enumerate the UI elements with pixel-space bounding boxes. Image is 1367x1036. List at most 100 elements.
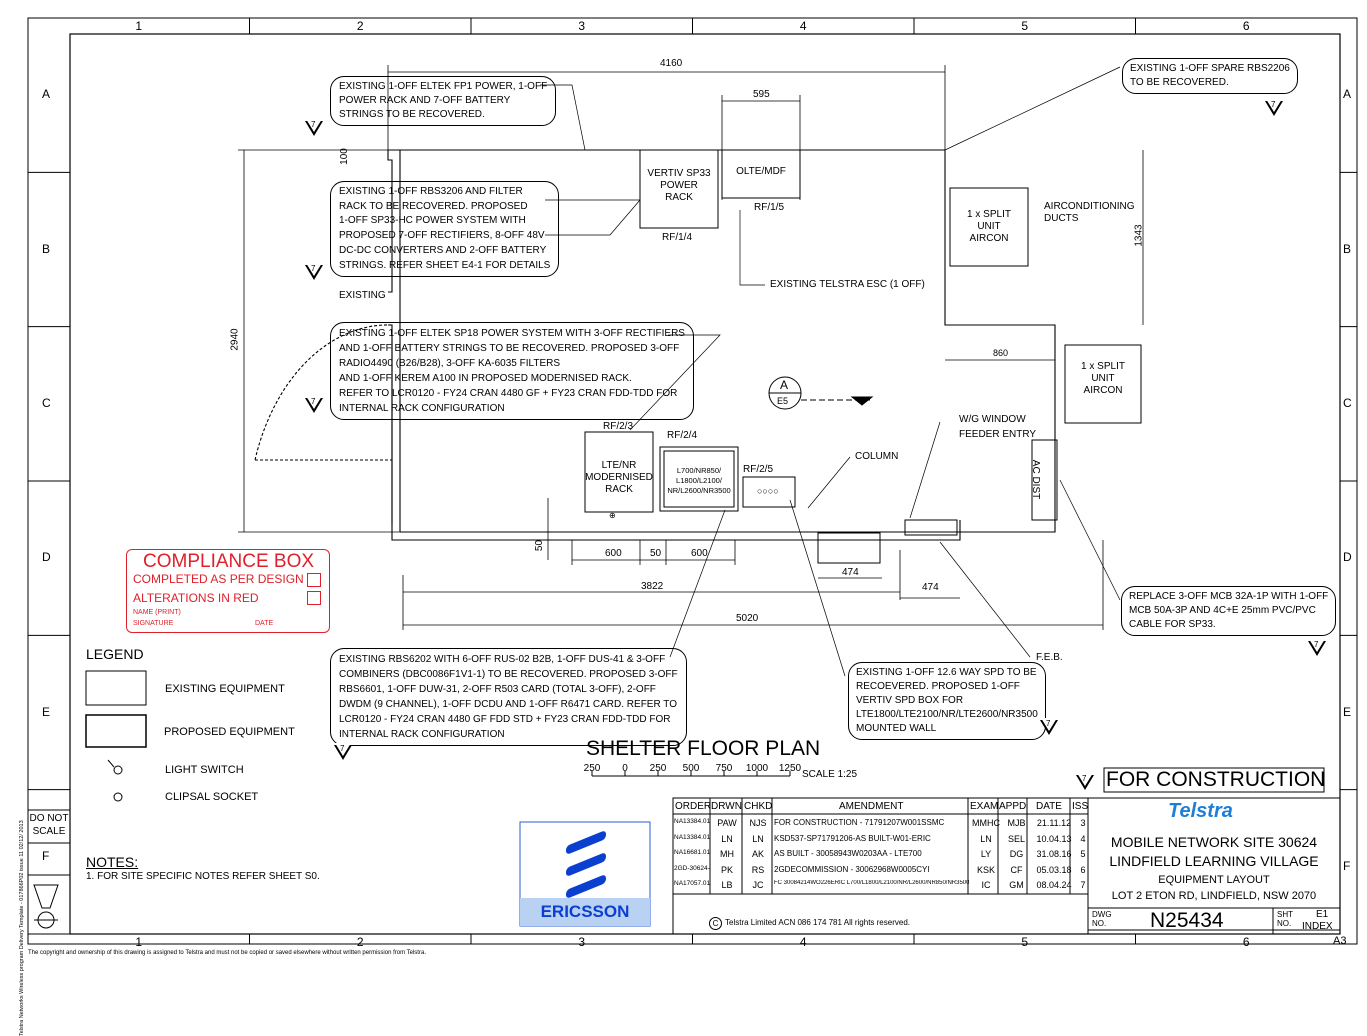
compliance-completed-checkbox[interactable] — [307, 573, 321, 587]
rev-cell: MJB — [1007, 818, 1026, 828]
section-sheet: E5 — [777, 396, 789, 406]
sht-index: INDEX — [1302, 921, 1333, 932]
rev-number-2: 7 — [311, 264, 316, 273]
scale-tick-label: 500 — [682, 763, 700, 774]
rev-cell: 7 — [1080, 880, 1086, 890]
compliance-alterations: ALTERATIONS IN RED — [133, 591, 259, 605]
rev-header-appd: APPD — [999, 801, 1027, 812]
do-not-scale: DO NOT SCALE — [29, 813, 69, 837]
feb-label: F.E.B. — [1036, 652, 1063, 663]
telstra-esc-label: EXISTING TELSTRA ESC (1 OFF) — [770, 279, 925, 290]
rev-cell: PK — [720, 864, 733, 875]
rev-header-amendment: AMENDMENT — [839, 801, 904, 812]
aircon-1-label: 1 x SPLIT UNIT AIRCON — [967, 209, 1011, 244]
dim-600b: 600 — [691, 548, 708, 559]
compliance-title: COMPLIANCE BOX — [143, 551, 315, 572]
plan-title: SHELTER FLOOR PLAN — [586, 737, 821, 760]
rev-number-8: 7 — [1082, 774, 1087, 783]
rev-header-order: ORDER — [675, 801, 712, 812]
rev-footer-mark: C — [709, 917, 722, 930]
dwg-label: DWG NO. — [1092, 910, 1112, 928]
dim-474a: 474 — [842, 567, 859, 578]
rev-cell: AK — [751, 849, 764, 859]
rev-header-exam: EXAM — [970, 801, 999, 812]
rev-triangle-3: 7 — [305, 396, 323, 413]
rev-cell: SEL — [1007, 833, 1025, 844]
compliance-name: NAME (PRINT) — [133, 609, 181, 616]
rev-cell-amendment: AS BUILT - 30058943W0203AA - LTE700 — [774, 849, 922, 858]
vertiv-rack-label: VERTIV SP33 POWER RACK — [647, 168, 711, 203]
note-rbs2206: EXISTING 1-OFF SPARE RBS2206 TO BE RECOV… — [1122, 58, 1298, 94]
scale-tick-label: 750 — [715, 763, 733, 774]
legend-clipsal: CLIPSAL SOCKET — [165, 791, 259, 803]
aircon-ducts-label: AIRCONDITIONING DUCTS — [1044, 201, 1135, 224]
rev-triangle-7: 7 — [334, 743, 352, 760]
rev-cell: LN — [980, 833, 992, 844]
dim-100: 100 — [338, 148, 350, 165]
olte-ref: RF/1/5 — [754, 202, 785, 213]
rev-header-chkd: CHKD — [744, 801, 773, 812]
dwg-number: N25434 — [1150, 909, 1224, 932]
note-eltek-fp1: EXISTING 1-OFF ELTEK FP1 POWER, 1-OFF PO… — [330, 76, 557, 126]
dim-5020: 5020 — [736, 613, 759, 624]
dim-474b: 474 — [922, 582, 939, 593]
rev-triangle-8: 7 — [1076, 773, 1094, 790]
rev-cell: NJS — [749, 818, 767, 828]
template-side-text: Telstra Networks Wireless program Delive… — [19, 820, 25, 1036]
rev-cell: LN — [721, 833, 733, 844]
rev-number-4: 7 — [1271, 100, 1276, 109]
scale-label: SCALE 1:25 — [802, 769, 858, 780]
dim-600a: 600 — [605, 548, 622, 559]
rev-cell: MMHC — [972, 818, 1000, 828]
revision-table: ORDER DRWN CHKD AMENDMENT EXAM APPD DATE… — [673, 798, 1088, 930]
dim-3822: 3822 — [641, 581, 664, 592]
compliance-alterations-checkbox[interactable] — [307, 591, 321, 605]
scale-tick-label: 0 — [622, 763, 628, 774]
rev-cell: 08.04.24 — [1036, 880, 1072, 890]
lte-rack-socket-icon: ⊕ — [609, 511, 616, 520]
compliance-box: COMPLIANCE BOX COMPLETED AS PER DESIGN A… — [126, 549, 330, 633]
radio-rack-ref: RF/2/4 — [667, 430, 698, 441]
rev-cell: LN — [752, 833, 764, 844]
scale-tick-label: 250 — [583, 763, 601, 774]
rev-triangle-6: 7 — [1040, 718, 1058, 735]
window-label: W/G WINDOW FEEDER ENTRY — [959, 414, 1037, 440]
olte-label: OLTE/MDF — [736, 166, 786, 177]
compliance-completed: COMPLETED AS PER DESIGN — [133, 572, 304, 586]
title-line1: MOBILE NETWORK SITE 30624 — [1110, 834, 1318, 850]
rev-footer: Telstra Limited ACN 086 174 781 All righ… — [725, 918, 910, 927]
rev-cell-amendment: FC 30084214WO226ERIC L700/L1800/L2100/NR… — [774, 880, 969, 886]
dim-595: 595 — [753, 89, 770, 100]
rev-cell: 2GD-30624-01 — [674, 864, 710, 872]
sht-number: E1 — [1316, 909, 1329, 920]
note-rbs6202: EXISTING RBS6202 WITH 6-OFF RUS-02 B2B, … — [330, 648, 687, 746]
rev-cell: 3 — [1080, 818, 1086, 828]
rev-cell: CF — [1010, 864, 1023, 875]
grid-row-f-side: F — [42, 849, 50, 863]
ericsson-mark-icon — [566, 829, 606, 900]
rev-cell-amendment: FOR CONSTRUCTION - 71791207W001SSMC — [774, 818, 945, 827]
notes-title: NOTES: — [86, 854, 139, 870]
scale-tick-label: 1250 — [778, 763, 802, 774]
rev-cell: 4 — [1080, 833, 1086, 844]
rev-cell: KSK — [976, 864, 995, 875]
rev-cell: DG — [1009, 849, 1024, 859]
ericsson-wordmark: ERICSSON — [540, 902, 630, 921]
spd-sockets: ○○○○ — [757, 486, 779, 496]
rev-cell: MH — [720, 849, 734, 859]
note-rbs3206: EXISTING 1-OFF RBS3206 AND FILTER RACK T… — [330, 181, 560, 278]
rev-cell: NA13384.01 — [674, 833, 710, 841]
dim-1343: 1343 — [1133, 224, 1145, 247]
dim-860: 860 — [993, 348, 1009, 358]
copyright-text: The copyright and ownership of this draw… — [28, 950, 426, 956]
compliance-date: DATE — [255, 620, 274, 627]
shelter-walls — [254, 149, 1056, 541]
radio-rack-label: L700/NR850/ L1800/L2100/ NR/L2600/NR3500 — [667, 466, 731, 495]
section-marker — [768, 376, 874, 410]
compliance-signature: SIGNATURE — [133, 620, 174, 627]
rev-number-6: 7 — [1046, 719, 1051, 728]
dim-4160: 4160 — [660, 58, 683, 69]
legend-existing: EXISTING EQUIPMENT — [165, 683, 285, 695]
rev-number-7: 7 — [340, 744, 345, 753]
legend-proposed: PROPOSED EQUIPMENT — [164, 726, 295, 738]
